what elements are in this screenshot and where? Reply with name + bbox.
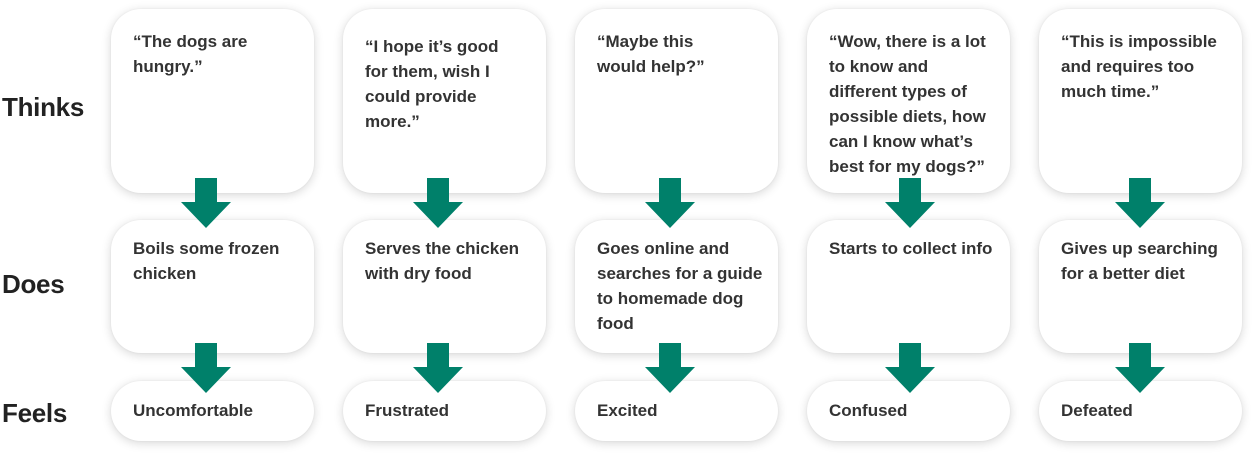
feels-text-2: Frustrated — [365, 401, 450, 420]
does-card-4: Starts to collect info — [807, 220, 1010, 353]
row-label-feels: Feels — [2, 398, 67, 428]
arrow-down-icon — [413, 178, 463, 228]
feels-card-2: Frustrated — [343, 381, 546, 441]
thinks-card-4: “Wow, there is a lot to know and differe… — [807, 9, 1010, 193]
thinks-text-3: “Maybe this would help?” — [597, 32, 705, 76]
does-text-1: Boils some frozen chicken — [133, 239, 280, 283]
thinks-text-1: “The dogs are hungry.” — [133, 32, 248, 76]
arrow-down-icon — [413, 343, 463, 393]
does-text-4: Starts to collect info — [829, 239, 993, 258]
feels-text-3: Excited — [597, 401, 658, 420]
does-text-2: Serves the chicken with dry food — [365, 239, 520, 283]
thinks-card-5: “This is impossible and requires too muc… — [1039, 9, 1242, 193]
arrow-down-icon — [181, 178, 231, 228]
feels-text-4: Confused — [829, 401, 908, 420]
does-card-1: Boils some frozen chicken — [111, 220, 314, 353]
feels-text-5: Defeated — [1061, 401, 1133, 420]
does-text-3: Goes online and searches for a guide to … — [597, 239, 763, 333]
feels-card-1: Uncomfortable — [111, 381, 314, 441]
row-label-does: Does — [2, 269, 65, 299]
arrow-down-icon — [645, 178, 695, 228]
feels-card-3: Excited — [575, 381, 778, 441]
does-text-5: Gives up searching for a better diet — [1061, 239, 1218, 283]
arrow-down-icon — [1115, 178, 1165, 228]
arrow-down-icon — [885, 343, 935, 393]
feels-card-5: Defeated — [1039, 381, 1242, 441]
does-card-2: Serves the chicken with dry food — [343, 220, 546, 353]
thinks-text-2: “I hope it’s good for them, wish I could… — [365, 37, 499, 131]
does-card-5: Gives up searching for a better diet — [1039, 220, 1242, 353]
feels-text-1: Uncomfortable — [133, 401, 253, 420]
arrow-down-icon — [645, 343, 695, 393]
thinks-text-4: “Wow, there is a lot to know and differe… — [829, 32, 986, 176]
thinks-card-3: “Maybe this would help?” — [575, 9, 778, 193]
row-label-thinks: Thinks — [2, 92, 84, 122]
thinks-text-5: “This is impossible and requires too muc… — [1061, 32, 1217, 101]
arrow-down-icon — [181, 343, 231, 393]
thinks-card-1: “The dogs are hungry.” — [111, 9, 314, 193]
feels-card-4: Confused — [807, 381, 1010, 441]
arrow-down-icon — [885, 178, 935, 228]
does-card-3: Goes online and searches for a guide to … — [575, 220, 778, 353]
arrow-down-icon — [1115, 343, 1165, 393]
thinks-card-2: “I hope it’s good for them, wish I could… — [343, 9, 546, 193]
